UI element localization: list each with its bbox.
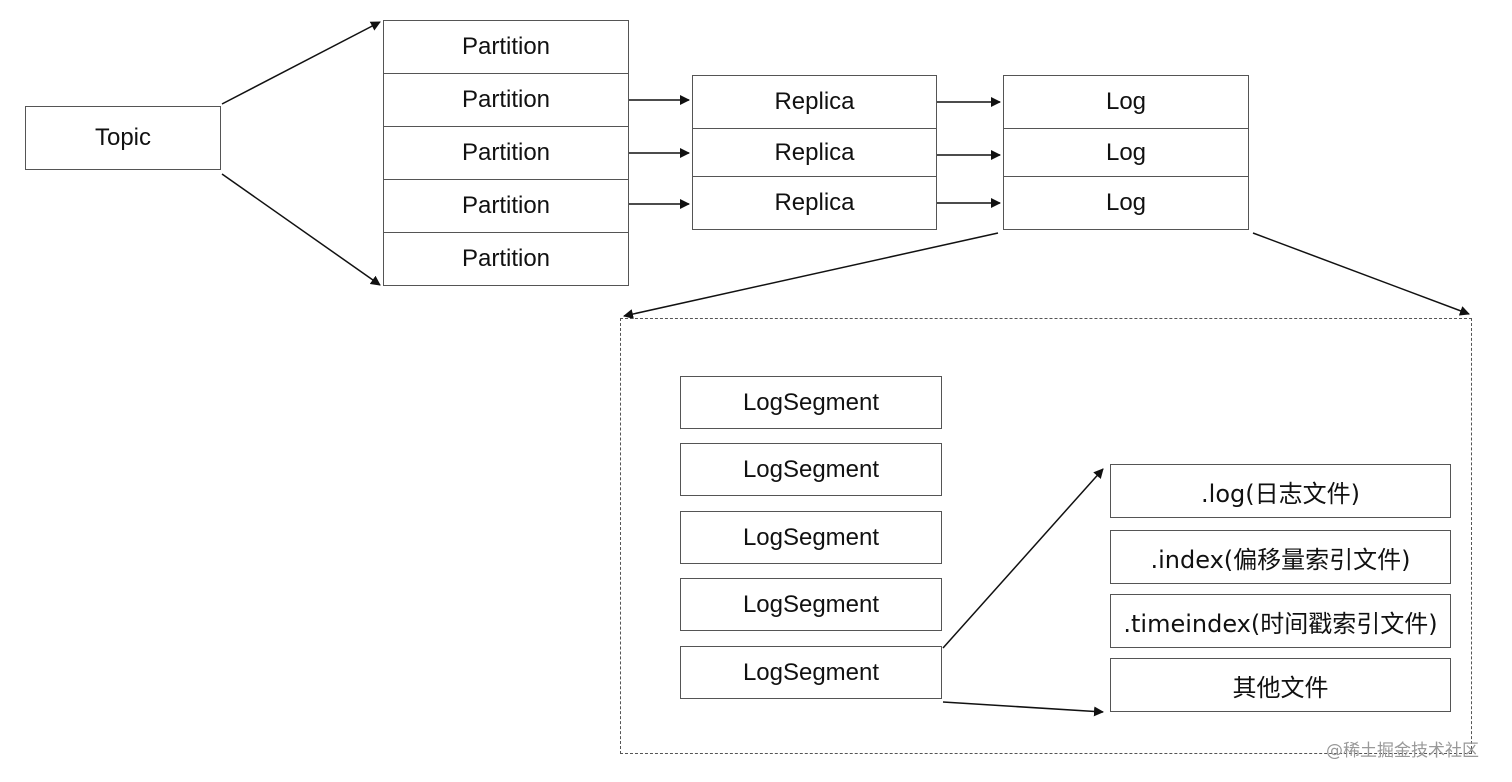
log-label: Log xyxy=(1105,189,1147,216)
log-detail-container xyxy=(620,318,1472,754)
arrow-topic-to-partition-bottom xyxy=(221,173,381,286)
log-segment-label: LogSegment xyxy=(742,388,880,416)
segment-file-log: .log(日志文件) xyxy=(1110,464,1451,518)
segment-file-label: .index(偏移量索引文件) xyxy=(1150,545,1411,574)
segment-file-index: .index(偏移量索引文件) xyxy=(1110,530,1451,584)
topic-box: Topic xyxy=(25,106,221,170)
segment-file-label: .timeindex(时间戳索引文件) xyxy=(1123,609,1438,638)
log-segment-box: LogSegment xyxy=(680,376,942,429)
partition-box: Partition xyxy=(383,127,629,180)
replica-label: Replica xyxy=(774,138,855,166)
partition-label: Partition xyxy=(461,33,551,60)
partition-label: Partition xyxy=(461,86,551,113)
arrow-log-to-detail-left xyxy=(623,232,999,319)
partition-label: Partition xyxy=(461,192,551,219)
partition-label: Partition xyxy=(461,245,551,272)
replica-label: Replica xyxy=(774,88,855,115)
log-segment-box: LogSegment xyxy=(680,443,942,496)
replica-label: Replica xyxy=(774,189,855,216)
arrow-topic-to-partition-top xyxy=(221,21,381,105)
log-segment-label: LogSegment xyxy=(742,590,880,618)
arrow-segment-to-files-bottom xyxy=(942,701,1104,717)
arrow-log-to-detail-right xyxy=(1252,232,1470,316)
partition-box: Partition xyxy=(383,233,629,286)
log-box: Log xyxy=(1003,129,1249,177)
partition-box: Partition xyxy=(383,74,629,127)
segment-file-other: 其他文件 xyxy=(1110,658,1451,712)
replica-box: Replica xyxy=(692,177,937,230)
partition-box: Partition xyxy=(383,180,629,233)
log-segment-box: LogSegment xyxy=(680,511,942,564)
log-segment-label: LogSegment xyxy=(742,658,880,686)
log-segment-box: LogSegment xyxy=(680,578,942,631)
replica-box: Replica xyxy=(692,129,937,177)
segment-file-label: 其他文件 xyxy=(1232,673,1329,702)
watermark-text: @稀土掘金技术社区 xyxy=(1326,741,1479,761)
log-segment-label: LogSegment xyxy=(742,523,880,551)
log-segment-box: LogSegment xyxy=(680,646,942,699)
log-segment-label: LogSegment xyxy=(742,455,880,483)
log-box: Log xyxy=(1003,75,1249,129)
log-box: Log xyxy=(1003,177,1249,230)
segment-file-label: .log(日志文件) xyxy=(1201,479,1360,508)
segment-file-timeindex: .timeindex(时间戳索引文件) xyxy=(1110,594,1451,648)
arrow-segment-to-files-top xyxy=(942,468,1104,649)
log-label: Log xyxy=(1105,138,1147,166)
topic-label: Topic xyxy=(94,124,152,151)
partition-box: Partition xyxy=(383,20,629,74)
partition-label: Partition xyxy=(461,139,551,166)
replica-box: Replica xyxy=(692,75,937,129)
log-label: Log xyxy=(1105,88,1147,115)
